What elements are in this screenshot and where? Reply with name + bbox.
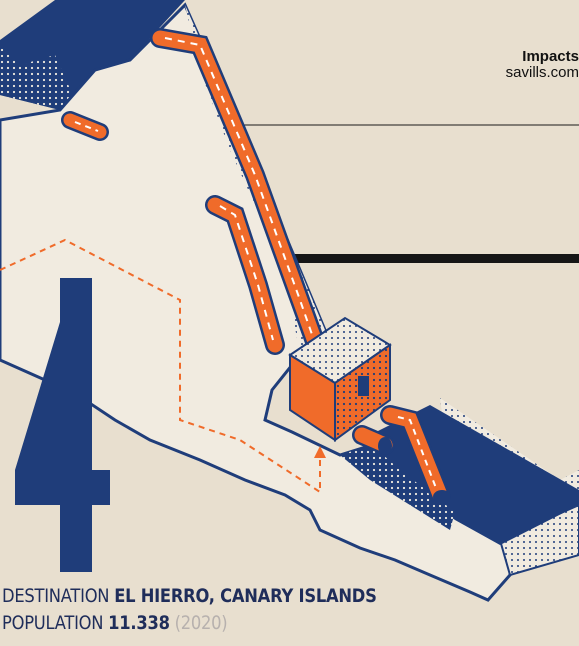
- big-number-shape: [15, 278, 110, 572]
- header-title: Impacts: [522, 48, 579, 65]
- flow-arrow-icon: [314, 446, 326, 458]
- powerhouse: [288, 316, 392, 442]
- header-site: savills.com: [505, 64, 579, 81]
- window-icon: [358, 376, 369, 396]
- population-value: 11.338: [108, 612, 170, 634]
- dashed-route-icon: [0, 238, 321, 494]
- destination-line: DESTINATION EL HIERRO, CANARY ISLANDS: [2, 585, 377, 607]
- population-year: (2020): [174, 612, 228, 634]
- population-label: POPULATION: [2, 612, 104, 634]
- lower-reservoir-shade: [340, 445, 455, 530]
- population-line: POPULATION 11.338 (2020): [2, 612, 228, 634]
- destination-label: DESTINATION: [2, 585, 110, 607]
- upper-reservoir-shade: [0, 45, 75, 110]
- destination-value: EL HIERRO, CANARY ISLANDS: [114, 585, 377, 607]
